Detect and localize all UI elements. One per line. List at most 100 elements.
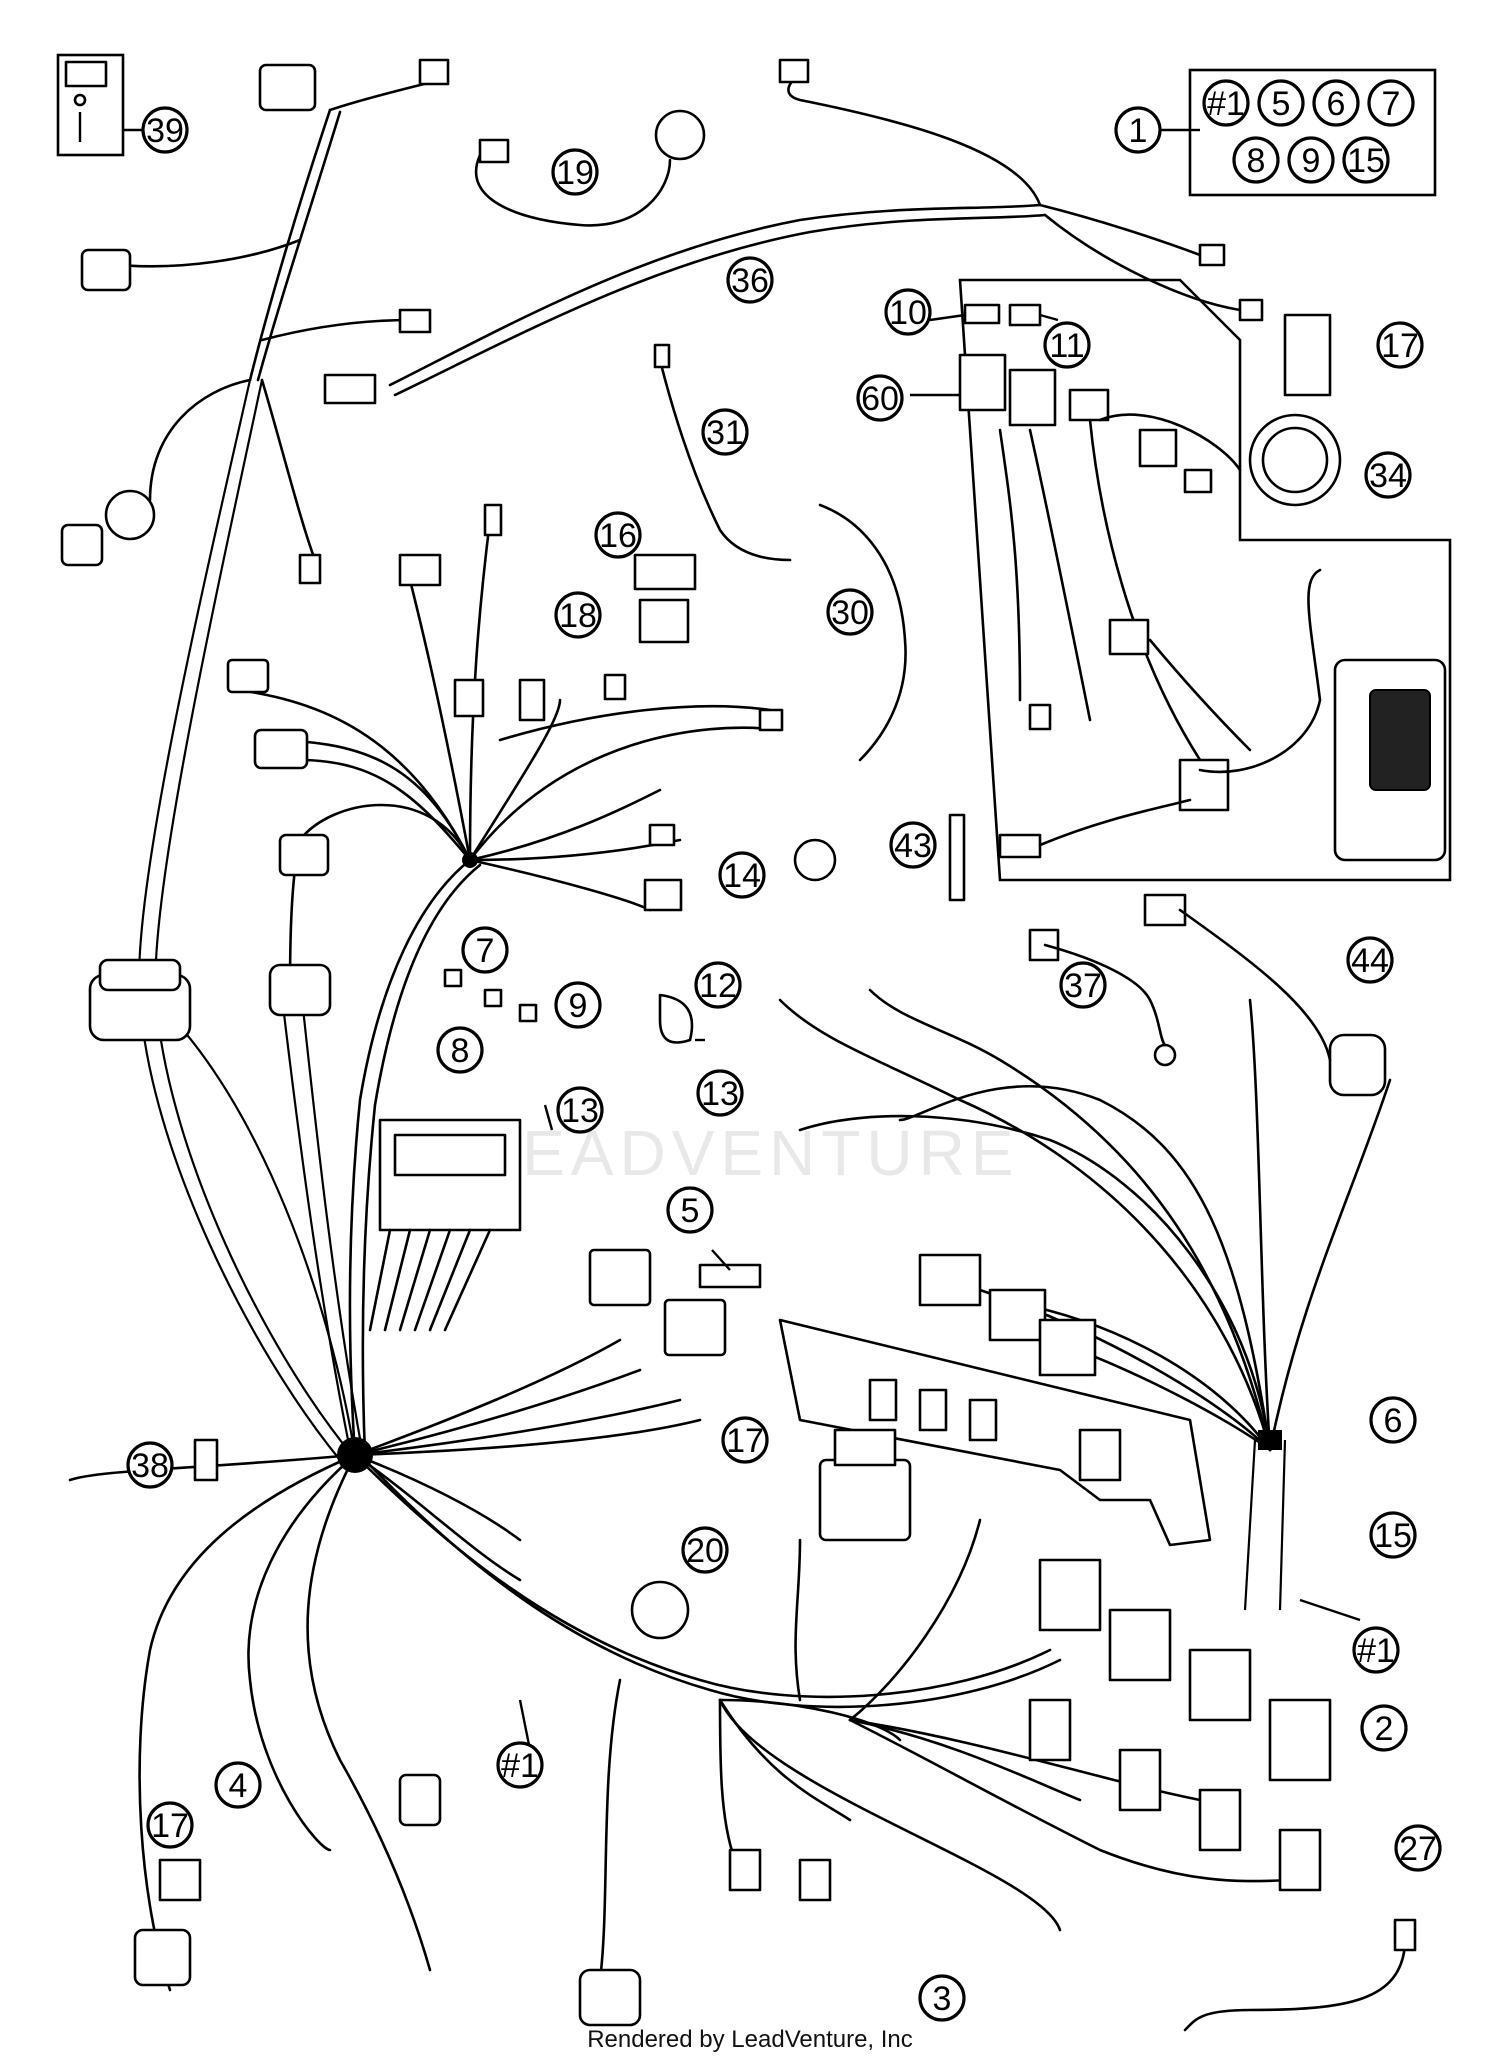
strap-43 xyxy=(948,813,966,902)
relay-2 xyxy=(1108,1608,1172,1682)
svg-text:17: 17 xyxy=(151,1807,189,1845)
sensor-38 xyxy=(193,1438,219,1482)
callout-5: 5 xyxy=(666,1186,714,1234)
callout-43: 43 xyxy=(889,821,937,869)
svg-text:6: 6 xyxy=(1327,85,1346,123)
item-20-tie xyxy=(630,1580,690,1640)
svg-text:15: 15 xyxy=(1347,142,1385,180)
svg-text:12: 12 xyxy=(699,967,737,1005)
callout-12: 12 xyxy=(694,961,742,1009)
connector-right-c xyxy=(1038,1318,1097,1377)
connector-37 xyxy=(1028,928,1060,962)
connector-44 xyxy=(1328,1033,1387,1097)
hash-refs: #1 #1 xyxy=(496,1626,1400,1789)
svg-text:19: 19 xyxy=(556,154,594,192)
callout-17-lower: 17 xyxy=(146,1801,194,1849)
callout-13-upper: 13 xyxy=(696,1069,744,1117)
callout-8: 8 xyxy=(436,1026,484,1074)
callout-34: 34 xyxy=(1364,451,1412,499)
item-39-box xyxy=(56,53,145,157)
connector-lower-left-b xyxy=(133,1928,192,1987)
connector-flat-left xyxy=(323,373,377,405)
connector-cluster-3 xyxy=(226,658,270,694)
svg-text:8: 8 xyxy=(1247,142,1266,180)
connectors xyxy=(60,58,1417,2032)
callout-17-top: 17 xyxy=(1376,321,1424,369)
svg-text:10: 10 xyxy=(889,294,927,332)
callout-17-mid: 17 xyxy=(721,1416,769,1464)
svg-text:#1: #1 xyxy=(1207,85,1245,123)
connector-lower-left-a xyxy=(158,1858,202,1902)
callout-2: 2 xyxy=(1360,1704,1408,1752)
callout-6: 6 xyxy=(1369,1396,1417,1444)
connector-plug-mid xyxy=(758,708,784,732)
connector-right-a xyxy=(918,1253,982,1307)
connector-right-b xyxy=(988,1288,1047,1342)
bundle-knots xyxy=(337,852,1282,1473)
connector-left-plug xyxy=(60,523,104,567)
connector-clip-a xyxy=(453,678,485,718)
svg-text:43: 43 xyxy=(894,827,932,865)
connector-round-bottom xyxy=(578,1968,642,2027)
connector-large-plug xyxy=(818,1458,912,1542)
svg-text:17: 17 xyxy=(1381,327,1419,365)
callout-7: 7 xyxy=(461,926,509,974)
callout-27: 27 xyxy=(1394,1824,1442,1872)
callout-10: 10 xyxy=(884,288,932,336)
connector-tab-left xyxy=(298,553,322,585)
item-12-clamp xyxy=(658,993,694,1044)
svg-text:37: 37 xyxy=(1064,967,1102,1005)
svg-text:44: 44 xyxy=(1351,942,1389,980)
connector-small-left xyxy=(398,308,432,334)
svg-text:13: 13 xyxy=(561,1092,599,1130)
relay-socket-2 xyxy=(1118,1748,1162,1812)
svg-text:6: 6 xyxy=(1384,1402,1403,1440)
svg-text:18: 18 xyxy=(559,597,597,635)
callout-1: 1 xyxy=(1114,106,1162,154)
callout-30: 30 xyxy=(826,588,874,636)
sensor-27 xyxy=(1393,1918,1417,1952)
leader-lines xyxy=(518,128,1361,1751)
callout-14: 14 xyxy=(718,851,766,899)
sensor-round-left xyxy=(104,489,156,541)
svg-text:31: 31 xyxy=(706,414,744,452)
svg-text:27: 27 xyxy=(1399,1830,1437,1868)
svg-text:5: 5 xyxy=(1272,85,1291,123)
callout-9: 9 xyxy=(554,981,602,1029)
svg-text:8: 8 xyxy=(451,1032,470,1070)
connector-cluster-4 xyxy=(253,728,309,770)
connector-16-socket xyxy=(638,598,690,644)
svg-text:20: 20 xyxy=(686,1532,724,1570)
connector-cluster-1 xyxy=(398,553,442,587)
connector-18 xyxy=(603,673,627,701)
callout-39: 39 xyxy=(141,106,189,154)
connector-44-plug xyxy=(1143,893,1187,927)
main-harness xyxy=(68,73,1392,1992)
connector-cluster-2 xyxy=(483,503,503,537)
connector-16 xyxy=(633,553,697,591)
svg-text:16: 16 xyxy=(599,517,637,555)
svg-text:7: 7 xyxy=(1382,85,1401,123)
svg-text:5: 5 xyxy=(681,1192,700,1230)
callout-31: 31 xyxy=(701,408,749,456)
callout-37: 37 xyxy=(1059,961,1107,1009)
connector-plug-top-right xyxy=(778,58,810,84)
callout-44: 44 xyxy=(1346,936,1394,984)
callout-19: 19 xyxy=(551,148,599,196)
connector-bottom-mid xyxy=(728,1848,762,1892)
callout-36: 36 xyxy=(726,256,774,304)
connector-clip-b xyxy=(518,678,546,722)
connector-plug-top xyxy=(418,58,450,86)
svg-text:9: 9 xyxy=(569,987,588,1025)
svg-text:#1: #1 xyxy=(501,1747,539,1785)
svg-text:4: 4 xyxy=(229,1767,248,1805)
svg-text:39: 39 xyxy=(146,112,184,150)
callouts: 1 39 19 36 10 11 17 60 31 34 16 18 30 14… xyxy=(126,106,1442,2022)
hash-ref-right: #1 xyxy=(1352,1626,1400,1674)
connector-round-large xyxy=(268,963,332,1017)
relay-socket-1 xyxy=(1028,1698,1072,1762)
kit-box: #1 5 6 7 8 9 15 xyxy=(1188,68,1437,197)
connector-multipin-a xyxy=(588,1248,652,1307)
relay-1 xyxy=(1038,1558,1102,1632)
relay-3 xyxy=(1188,1648,1252,1722)
